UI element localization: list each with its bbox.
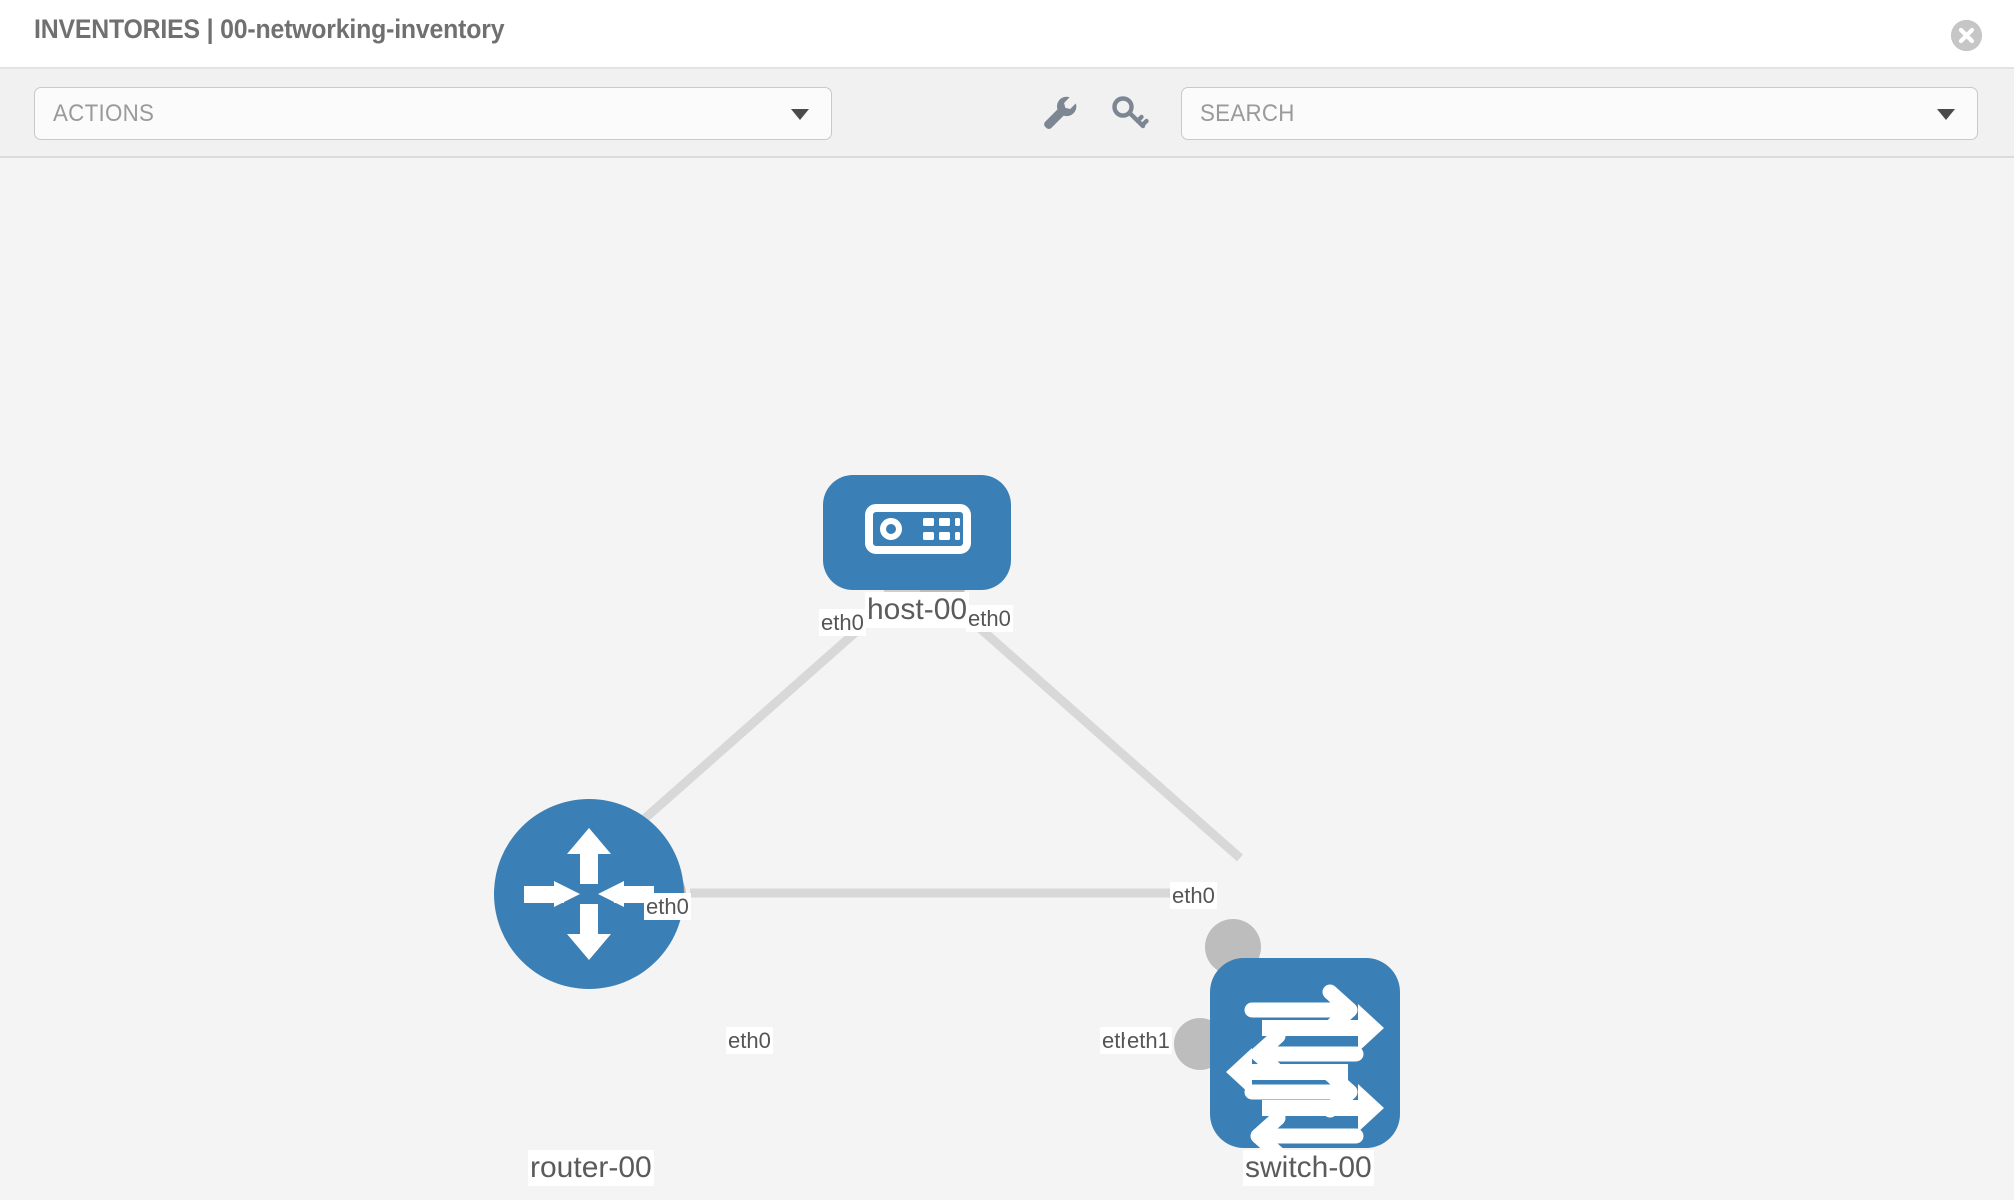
actions-dropdown[interactable]: ACTIONS <box>34 87 832 140</box>
toolbar: ACTIONS SEARCH <box>0 69 2014 158</box>
node-switch-00[interactable] <box>1210 958 1400 1162</box>
link-host-switch <box>937 589 1243 862</box>
search-input[interactable]: SEARCH <box>1181 87 1978 140</box>
interface-label-router-right: eth0 <box>726 1027 773 1054</box>
chevron-down-icon <box>791 108 809 120</box>
node-host-00[interactable] <box>823 475 1011 590</box>
interface-label-switch-up: eth0 <box>1170 882 1217 909</box>
search-input-value: SEARCH <box>1200 100 1295 127</box>
wrench-icon[interactable] <box>1038 91 1082 135</box>
topology-canvas[interactable]: eth0 host-00 eth0 eth0 eth0 eth0 eth eth… <box>0 158 2014 1200</box>
close-icon[interactable] <box>1951 20 1982 51</box>
header-bar: INVENTORIES | 00-networking-inventory <box>0 0 2014 69</box>
interface-label-switch-left: eth1 <box>1125 1027 1172 1054</box>
interface-label-router-up: eth0 <box>644 893 691 920</box>
node-router-00[interactable] <box>494 799 684 989</box>
topology-graph <box>494 475 1400 1162</box>
chevron-down-icon[interactable] <box>1937 108 1955 120</box>
node-label-switch-00: switch-00 <box>1243 1150 1374 1186</box>
node-label-router-00: router-00 <box>528 1150 654 1186</box>
interface-label-host-left: eth0 <box>819 609 866 636</box>
interface-label-host-right: eth0 <box>966 605 1013 632</box>
node-label-host-00: host-00 <box>865 592 970 628</box>
page-title: INVENTORIES | 00-networking-inventory <box>34 14 505 44</box>
key-icon[interactable] <box>1108 91 1152 135</box>
link-host-router <box>597 589 903 862</box>
actions-dropdown-label: ACTIONS <box>53 100 155 127</box>
